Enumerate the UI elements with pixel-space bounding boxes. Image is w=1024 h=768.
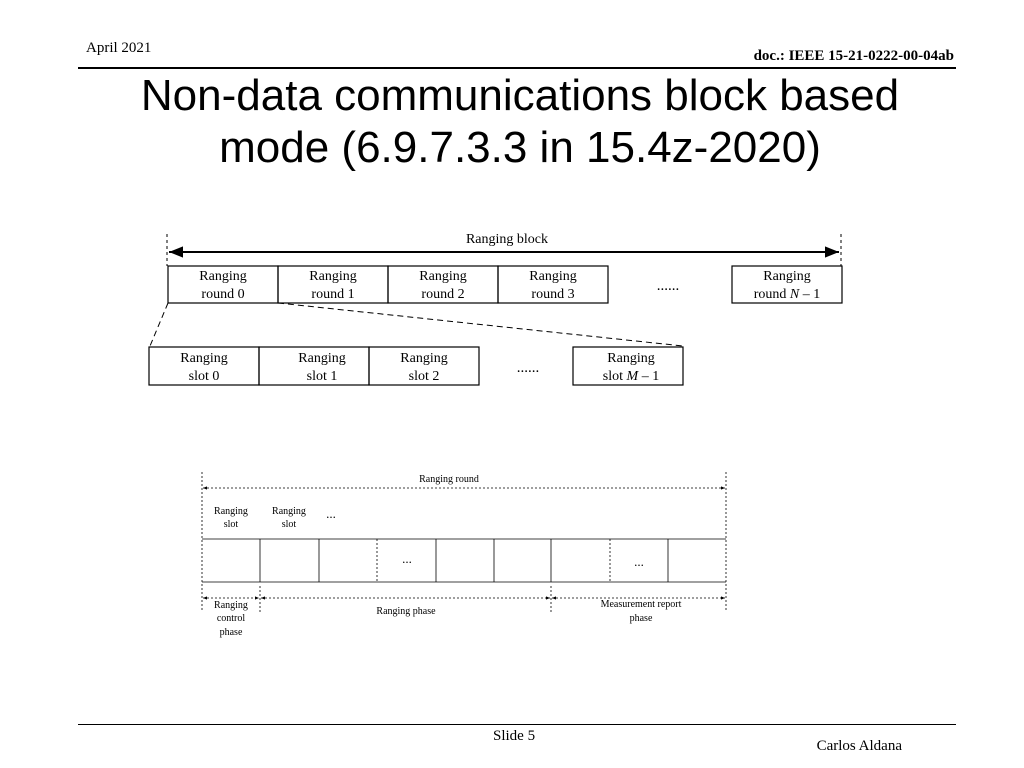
expand-line-left — [149, 302, 169, 347]
block-label: Ranging block — [466, 232, 548, 247]
round-last-line2: round N – 1 — [754, 287, 821, 302]
slot-last-line1: Ranging — [607, 351, 654, 366]
round-1-line2: round 1 — [311, 287, 354, 302]
slot-last-var: M — [626, 369, 640, 384]
slot-box-2 — [368, 346, 480, 386]
slot-label-1-line2: slot — [224, 519, 239, 530]
slot-label-2-line1: Ranging — [272, 506, 306, 517]
phase-control-line2: control — [217, 613, 246, 624]
slot-ellipsis: ...... — [517, 360, 540, 376]
slot-0-line1: Ranging — [180, 351, 227, 366]
expand-line-right — [277, 302, 684, 347]
header-doc-id: doc.: IEEE 15-21-0222-00-04ab — [753, 48, 954, 64]
title-line-2: mode (6.9.7.3.3 in 15.4z-2020) — [219, 123, 821, 172]
round-3-line2: round 3 — [531, 287, 574, 302]
round-2-line2: round 2 — [421, 287, 464, 302]
cell-ellipsis-1: ... — [402, 551, 412, 566]
round-last-suffix: – 1 — [799, 287, 820, 302]
slot-last-prefix: slot — [603, 369, 627, 384]
footer-author: Carlos Aldana — [816, 738, 902, 754]
slot-last-suffix: – 1 — [638, 369, 659, 384]
round-last-line1: Ranging — [763, 269, 810, 284]
slot-1-line1: Ranging — [298, 351, 345, 366]
round-box-last — [731, 265, 843, 304]
slot-0-line2: slot 0 — [189, 369, 220, 384]
round-1-line1: Ranging — [309, 269, 356, 284]
round-box-3 — [497, 265, 609, 304]
slide-title: Non-data communications block based mode… — [80, 70, 960, 174]
slot-label-1-line1: Ranging — [214, 506, 248, 517]
slot-label-ellipsis: ... — [326, 506, 336, 521]
round-label: Ranging round — [419, 474, 479, 485]
phase-control-line3: phase — [220, 627, 243, 638]
round-last-prefix: round — [754, 287, 790, 302]
footer-slide-number: Slide 5 — [493, 728, 536, 744]
round-0-line1: Ranging — [199, 269, 246, 284]
round-last-var: N — [789, 287, 800, 302]
slot-label-2-line2: slot — [282, 519, 297, 530]
round-2-line1: Ranging — [419, 269, 466, 284]
slot-2-line2: slot 2 — [409, 369, 440, 384]
round-3-line1: Ranging — [529, 269, 576, 284]
title-line-1: Non-data communications block based — [140, 71, 900, 120]
slot-box-last — [572, 346, 684, 386]
phase-control-line1: Ranging — [214, 600, 248, 611]
footer-rule — [78, 724, 956, 725]
cell-ellipsis-2: ... — [634, 554, 644, 569]
round-0-line2: round 0 — [201, 287, 244, 302]
round-ellipsis: ...... — [657, 278, 680, 294]
phase-report-line2: phase — [630, 613, 653, 624]
slot-1-line2: slot 1 — [307, 369, 338, 384]
header-date: April 2021 — [86, 40, 152, 56]
phase-ranging-label: Ranging phase — [376, 606, 436, 617]
phase-report-line1: Measurement report — [601, 599, 682, 610]
slot-2-line1: Ranging — [400, 351, 447, 366]
slot-last-line2: slot M – 1 — [603, 369, 659, 384]
header-rule — [78, 67, 956, 69]
